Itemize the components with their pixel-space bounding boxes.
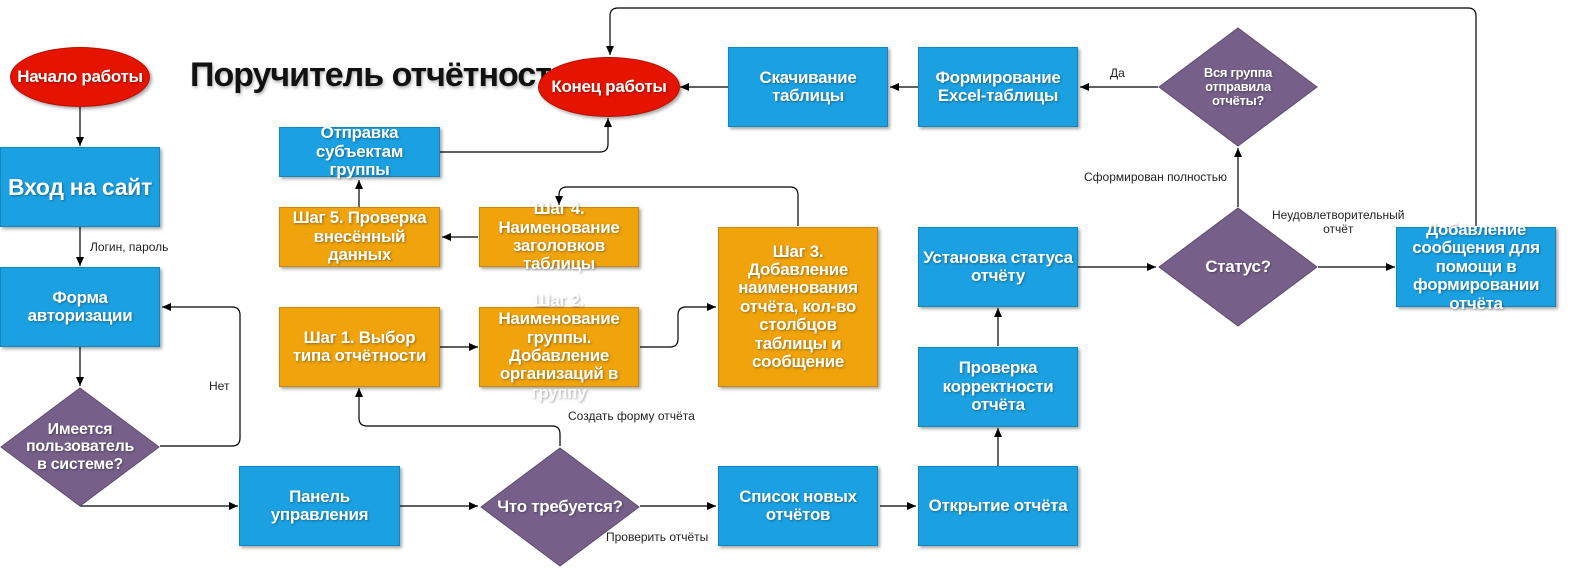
edge-send-to-end bbox=[440, 118, 612, 153]
label-create-form: Создать форму отчёта bbox=[568, 409, 695, 423]
all-sent-decision: Вся группа отправила отчёты? bbox=[1158, 27, 1318, 147]
edge-no-back-to-auth bbox=[160, 303, 241, 447]
what-needed-decision: Что требуется? bbox=[480, 447, 640, 567]
open-report-node: Открытие отчёта bbox=[918, 466, 1078, 546]
edge-step2-to-step3 bbox=[640, 303, 716, 348]
label-no: Нет bbox=[209, 379, 230, 393]
set-status-node: Установка статуса отчёту bbox=[918, 227, 1078, 307]
step5-node: Шаг 5. Проверка внесённый данных bbox=[279, 207, 440, 267]
check-report-node: Проверка корректности отчёта bbox=[918, 347, 1078, 427]
status-decision: Статус? bbox=[1158, 207, 1318, 327]
what-needed-text: Что требуется? bbox=[497, 496, 623, 516]
all-sent-text: Вся группа отправила отчёты? bbox=[1203, 64, 1273, 109]
label-check-reports: Проверить отчёты bbox=[606, 530, 709, 544]
page-title: Поручитель отчётности bbox=[190, 56, 572, 94]
label-login-password: Логин, пароль bbox=[90, 240, 169, 254]
label-unsatisfactory: Неудовлетворительный отчёт bbox=[1272, 208, 1405, 237]
new-reports-node: Список новых отчётов bbox=[718, 466, 878, 546]
download-table-node: Скачивание таблицы bbox=[728, 47, 888, 127]
user-exists-decision: Имеется пользователь в системе? bbox=[0, 387, 160, 507]
edge-addmsg-to-end bbox=[606, 7, 1477, 226]
label-formed-fully: Сформирован полностью bbox=[1084, 170, 1228, 184]
end-node: Конец работы bbox=[538, 57, 680, 117]
add-message-node: Добавление сообщения для помощи в формир… bbox=[1396, 220, 1556, 312]
status-text: Статус? bbox=[1205, 256, 1271, 276]
excel-table-node: Формирование Excel-таблицы bbox=[918, 47, 1078, 127]
login-site-node: Вход на сайт bbox=[0, 147, 160, 227]
step3-node: Шаг 3. Добавление наименования отчёта, к… bbox=[718, 227, 878, 387]
step1-node: Шаг 1. Выбор типа отчётности bbox=[279, 307, 440, 387]
auth-form-node: Форма авторизации bbox=[0, 267, 160, 347]
user-exists-text: Имеется пользователь в системе? bbox=[25, 420, 135, 473]
start-node: Начало работы bbox=[10, 47, 150, 107]
send-subjects-node: Отправка субъектам группы bbox=[279, 124, 440, 179]
edge-step3-to-step4 bbox=[555, 186, 799, 226]
label-yes: Да bbox=[1110, 66, 1125, 80]
control-panel-node: Панель управления bbox=[239, 466, 400, 546]
step4-node: Шаг 4. Наименование заголовков таблицы bbox=[479, 200, 639, 273]
edge-what-to-step1 bbox=[355, 388, 561, 446]
label-unsatisfactory-line2: отчёт bbox=[1323, 221, 1354, 236]
step2-node: Шаг 2. Наименование группы. Добавление о… bbox=[479, 291, 639, 401]
label-unsatisfactory-line1: Неудовлетворительный bbox=[1272, 208, 1405, 222]
